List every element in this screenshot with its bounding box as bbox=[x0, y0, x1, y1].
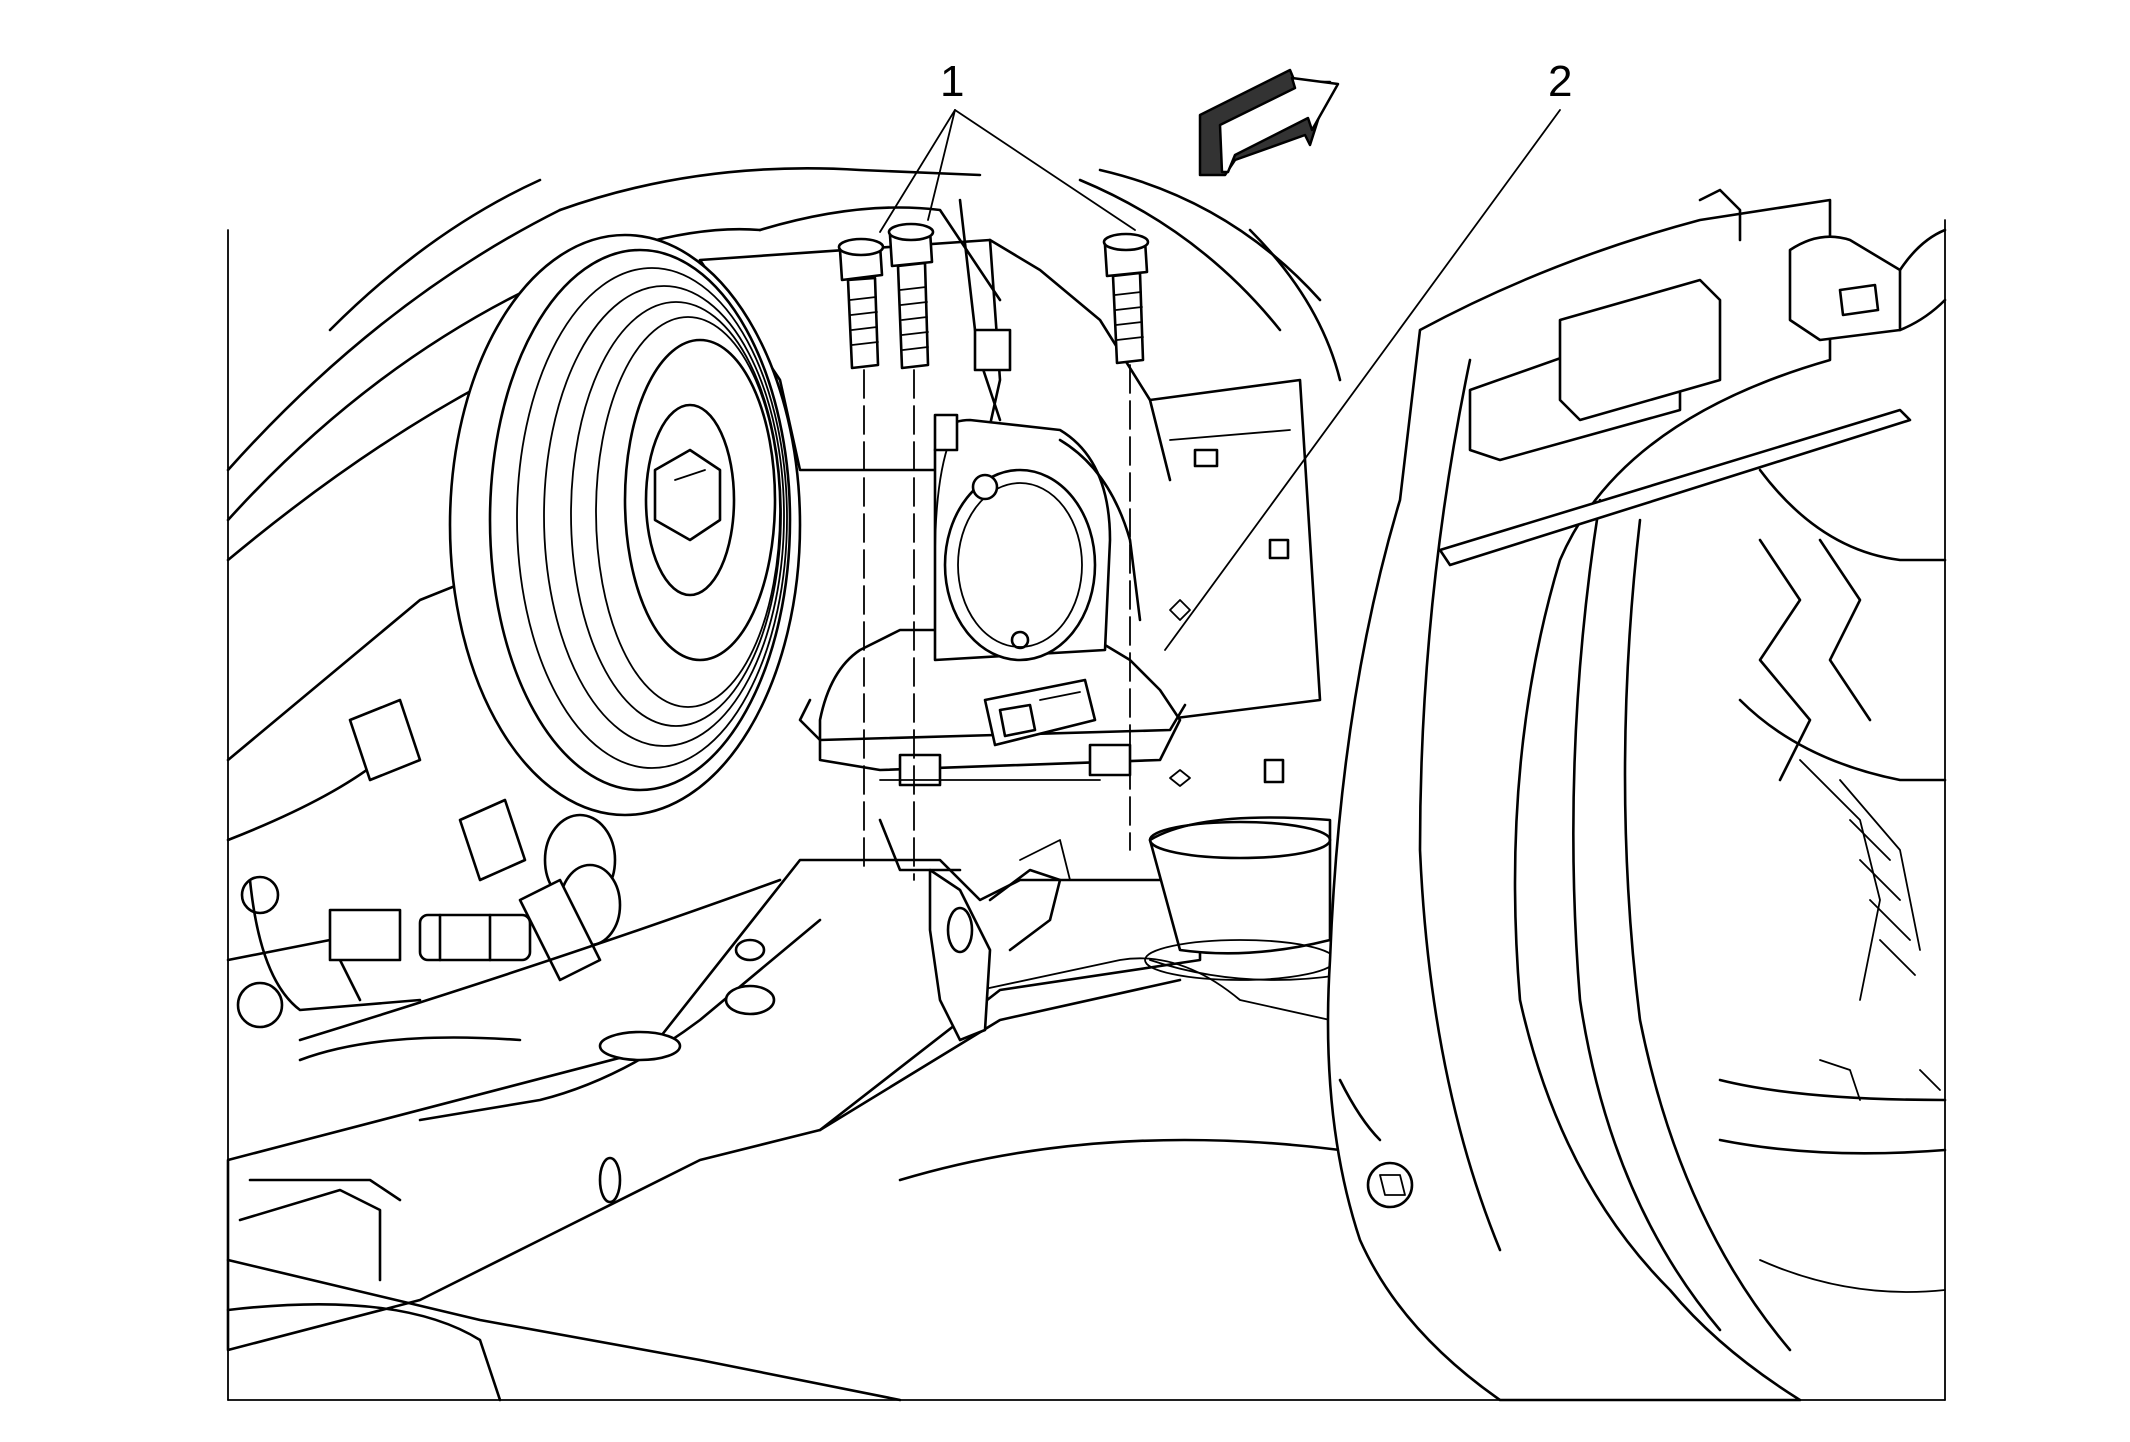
mount-bolts bbox=[837, 222, 1150, 881]
bolt-left bbox=[837, 237, 885, 871]
bolt-middle bbox=[887, 222, 935, 881]
engine-mount bbox=[798, 413, 1187, 787]
mount-bracket-arm bbox=[928, 868, 1062, 1042]
callout-labels: 1 2 bbox=[940, 57, 1572, 106]
accessory-bracket bbox=[328, 698, 622, 982]
callout-2: 2 bbox=[1548, 57, 1572, 106]
crankshaft-pulley bbox=[448, 233, 802, 817]
callout-leaders bbox=[879, 109, 1561, 651]
strut-base bbox=[1144, 816, 1341, 981]
right-side-components bbox=[1438, 188, 1947, 1293]
callout-1: 1 bbox=[940, 57, 964, 106]
timing-cover bbox=[226, 558, 562, 1062]
wiring-harness bbox=[878, 198, 1071, 881]
wheel-well-liner bbox=[1326, 198, 1832, 1402]
bolt-right bbox=[1102, 232, 1150, 851]
body-panel-lines bbox=[226, 167, 1342, 562]
direction-arrow-icon bbox=[1198, 68, 1340, 177]
mount-connector bbox=[983, 678, 1097, 747]
